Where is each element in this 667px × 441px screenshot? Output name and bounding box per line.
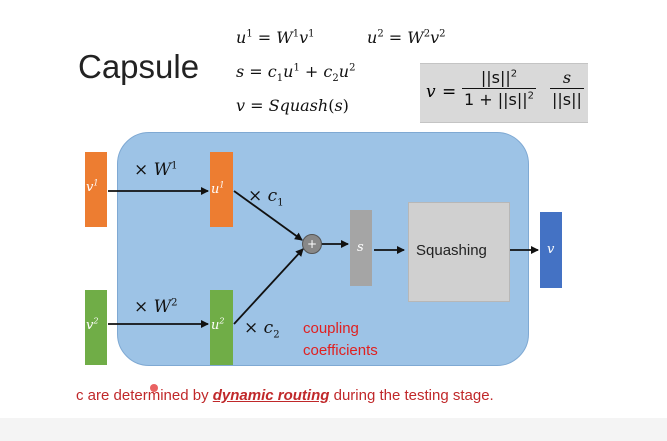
eq-v-lhs: v xyxy=(236,96,246,115)
eq-s-lhs: s xyxy=(236,62,245,81)
eq-u2-weight: W xyxy=(407,28,424,47)
prediction-u2-label: u2 xyxy=(211,316,225,333)
eq-s-u1: u xyxy=(283,62,294,81)
coupling-label-line1: coupling xyxy=(303,320,359,337)
output-capsule-v-label: v xyxy=(547,242,555,257)
squash-formula-right-numerator: s xyxy=(562,68,572,87)
eq-v-fn: Squash xyxy=(268,96,329,115)
slide-title: Capsule xyxy=(78,48,200,85)
eq-s-c1-sub: 1 xyxy=(276,73,284,85)
eq-u1-weight-sup: 1 xyxy=(292,28,300,40)
routing-note-emphasis: dynamic routing xyxy=(212,387,330,404)
prediction-u2 xyxy=(210,290,233,365)
squashing-label: Squashing xyxy=(416,242,487,259)
eq-u1-lhs: u xyxy=(236,28,247,47)
weight-w1-label: × W1 xyxy=(134,160,178,180)
output-capsule-v xyxy=(540,212,562,288)
pointer-dot xyxy=(150,384,158,392)
routing-note-after: during the testing stage. xyxy=(329,387,494,404)
squash-formula-lhs: v xyxy=(426,82,436,102)
prediction-u1 xyxy=(210,152,233,227)
eq-s-u2-sup: 2 xyxy=(349,62,356,74)
weighted-sum-s-label: s xyxy=(357,240,364,255)
eq-s-u1-sup: 1 xyxy=(293,62,300,74)
eq-u1-weight: W xyxy=(276,28,293,47)
squash-formula-box: v = ||s||2 1 + ||s||2 s ||s|| xyxy=(420,63,588,123)
sum-node: + xyxy=(302,234,322,254)
weighted-sum-s xyxy=(350,210,372,286)
eq-u2-var-sup: 2 xyxy=(439,28,446,40)
eq-u1-lhs-sup: 1 xyxy=(246,28,253,40)
squash-formula-denominator: 1 + ||s|| xyxy=(464,90,528,109)
arrow-u1-to-sum xyxy=(233,190,303,241)
weight-w2-label: × W2 xyxy=(134,297,178,317)
equation-u2: u2 = W2v2 xyxy=(367,28,446,47)
squashing-box xyxy=(408,202,510,302)
prediction-u1-label: u1 xyxy=(211,180,225,197)
eq-u2-weight-sup: 2 xyxy=(423,28,431,40)
eq-u1-var-sup: 1 xyxy=(308,28,315,40)
squash-formula-denominator-sup: 2 xyxy=(527,90,535,102)
eq-s-c2-sub: 2 xyxy=(332,73,339,85)
squash-formula-numerator-sup: 2 xyxy=(510,68,518,80)
squash-formula-fraction-left: ||s||2 1 + ||s||2 xyxy=(462,68,537,109)
eq-u1-var: v xyxy=(299,28,309,47)
equation-u1: u1 = W1v1 xyxy=(236,28,315,47)
input-capsule-v1 xyxy=(85,152,107,227)
coupling-label-line2: coefficients xyxy=(303,342,378,359)
squash-formula-right-denominator: ||s|| xyxy=(552,90,582,109)
eq-v-arg: s xyxy=(334,96,343,115)
eq-u2-lhs: u xyxy=(367,28,378,47)
eq-u2-var: v xyxy=(430,28,440,47)
equation-v: v = Squash(s) xyxy=(236,96,349,115)
squash-formula-numerator: ||s|| xyxy=(480,68,511,87)
coefficient-c1-label: × c1 xyxy=(248,186,284,209)
eq-u2-lhs-sup: 2 xyxy=(377,28,384,40)
eq-s-c1: c xyxy=(267,62,277,81)
routing-note-before: c are determined by xyxy=(76,387,213,404)
routing-note: c are determined by dynamic routing duri… xyxy=(76,387,494,404)
squash-formula-fraction-right: s ||s|| xyxy=(550,68,584,109)
coefficient-c2-label: × c2 xyxy=(244,318,280,341)
eq-s-u2: u xyxy=(338,62,350,81)
eq-s-c2: c xyxy=(323,62,333,81)
equation-s: s = c1u1 + c2u2 xyxy=(236,62,356,85)
input-capsule-v2 xyxy=(85,290,107,365)
input-capsule-v2-label: v2 xyxy=(86,316,99,333)
arrow-u2-to-sum xyxy=(233,248,304,325)
input-capsule-v1-label: v1 xyxy=(86,178,99,195)
